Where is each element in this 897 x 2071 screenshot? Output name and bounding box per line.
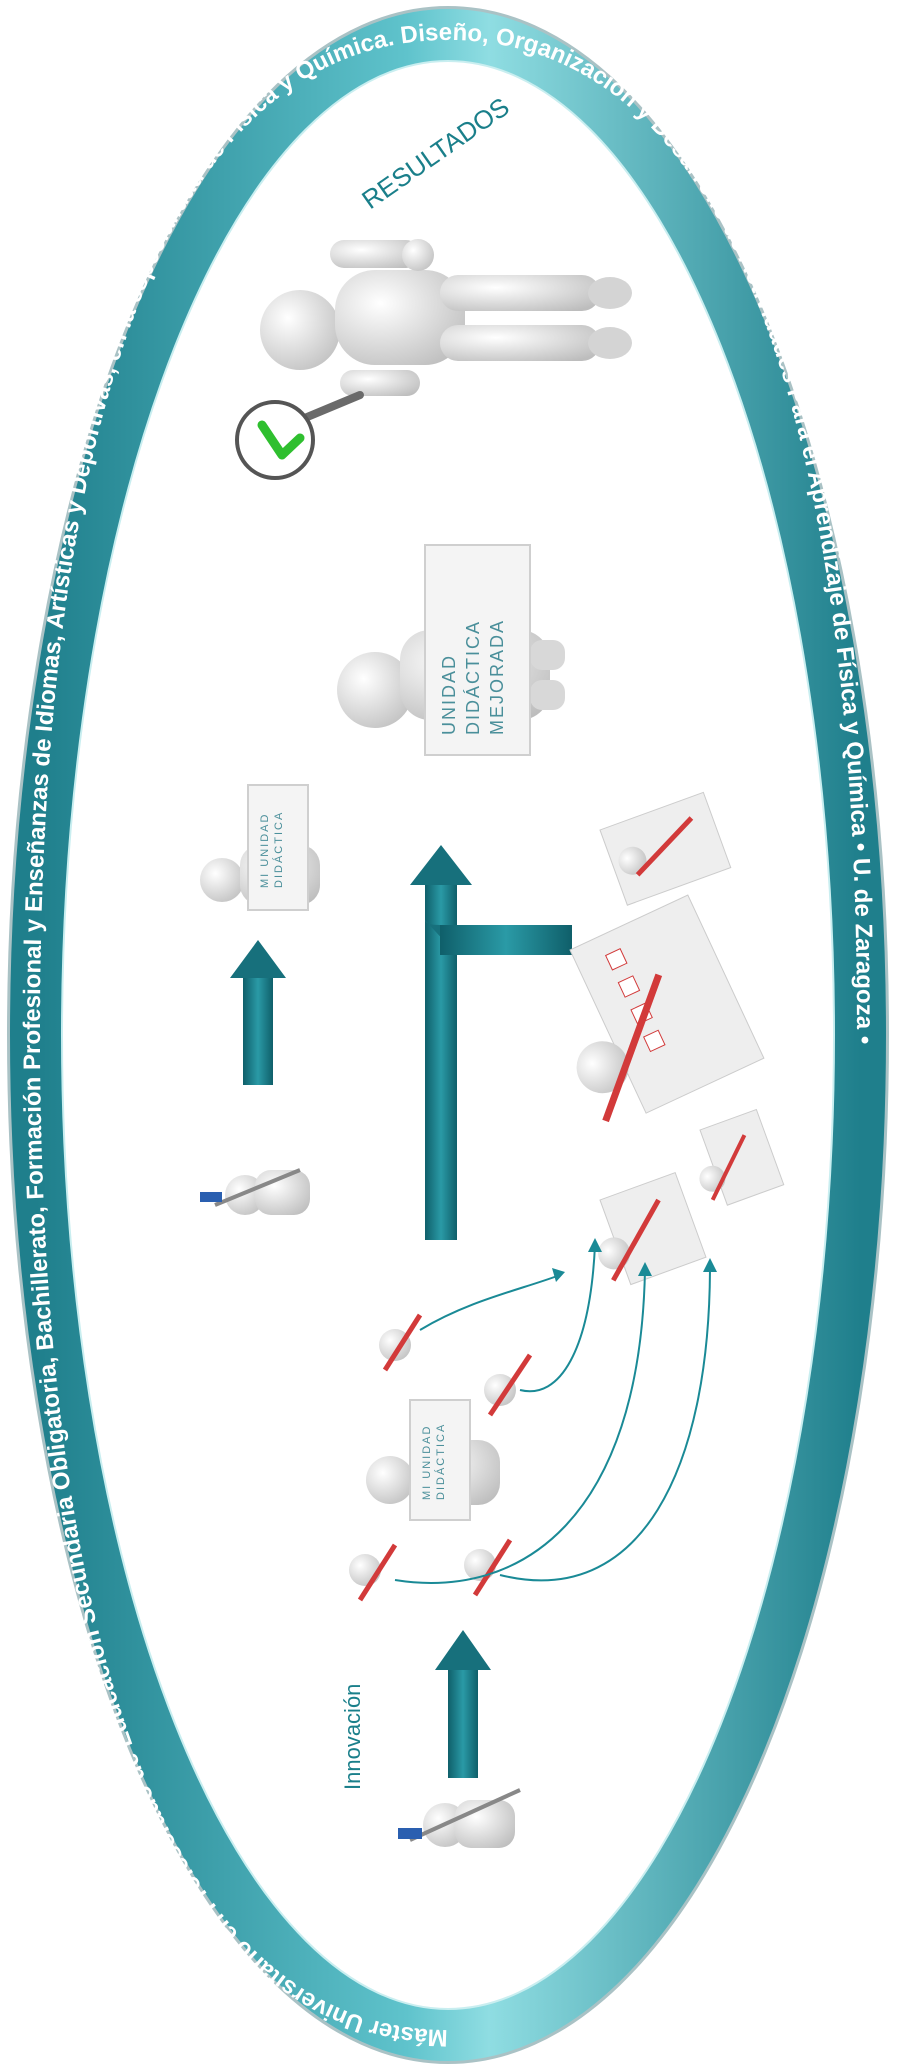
innovacion-label: Innovación [340, 1684, 365, 1790]
sign-improved-line-2: DIDÁCTICA [463, 620, 483, 735]
sign-mid-line-2: DIDÁCTICA [434, 1423, 447, 1500]
sign-improved-line-1: UNIDAD [439, 654, 459, 735]
sign-top-line-1: MI UNIDAD [259, 813, 271, 888]
magnifier-check-icon [237, 402, 313, 478]
sign-improved-line-3: MEJORADA [487, 619, 507, 735]
sign-top-line-2: DIDÁCTICA [272, 811, 285, 888]
sign-mid-line-1: MI UNIDAD [421, 1425, 433, 1500]
